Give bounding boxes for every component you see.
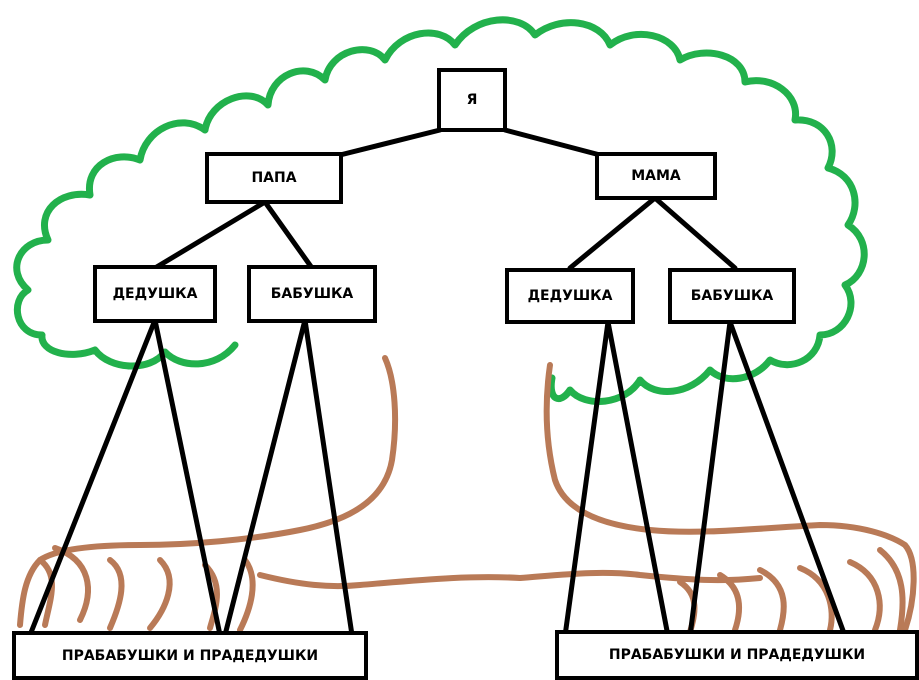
node-paternal-grandfather-label: ДЕДУШКА — [112, 286, 198, 302]
node-mother-label: МАМА — [631, 168, 681, 184]
node-me-label: Я — [466, 92, 478, 108]
node-father-label: ПАПА — [251, 170, 297, 186]
node-maternal-grandmother-label: БАБУШКА — [690, 288, 774, 304]
tree-crown-outline — [13, 16, 868, 405]
node-paternal-grandmother: БАБУШКА — [247, 265, 377, 323]
line-mother-grandmother — [652, 195, 738, 271]
line-me-father — [337, 127, 443, 158]
node-paternal-great-grandparents-label: ПРАБАБУШКИ И ПРАДЕДУШКИ — [61, 647, 319, 664]
line-me-mother — [502, 127, 603, 158]
node-maternal-great-grandparents: ПРАБАБУШКИ И ПРАДЕДУШКИ — [555, 630, 919, 680]
node-maternal-grandfather-label: ДЕДУШКА — [527, 288, 613, 304]
node-maternal-grandfather: ДЕДУШКА — [505, 268, 635, 324]
node-maternal-great-grandparents-label: ПРАБАБУШКИ И ПРАДЕДУШКИ — [608, 647, 866, 663]
tree-trunk — [17, 355, 917, 635]
line-father-grandmother — [262, 199, 315, 271]
line-father-grandfather — [152, 199, 268, 271]
node-me: Я — [437, 68, 507, 132]
connector-lines — [27, 127, 848, 639]
node-maternal-grandmother: БАБУШКА — [668, 268, 796, 324]
node-paternal-grandfather: ДЕДУШКА — [93, 265, 217, 323]
node-father: ПАПА — [205, 152, 343, 204]
node-paternal-great-grandparents: ПРАБАБУШКИ И ПРАДЕДУШКИ — [12, 631, 368, 680]
line-mother-grandfather — [567, 195, 658, 271]
node-paternal-grandmother-label: БАБУШКА — [270, 286, 354, 302]
node-mother: МАМА — [595, 152, 717, 200]
